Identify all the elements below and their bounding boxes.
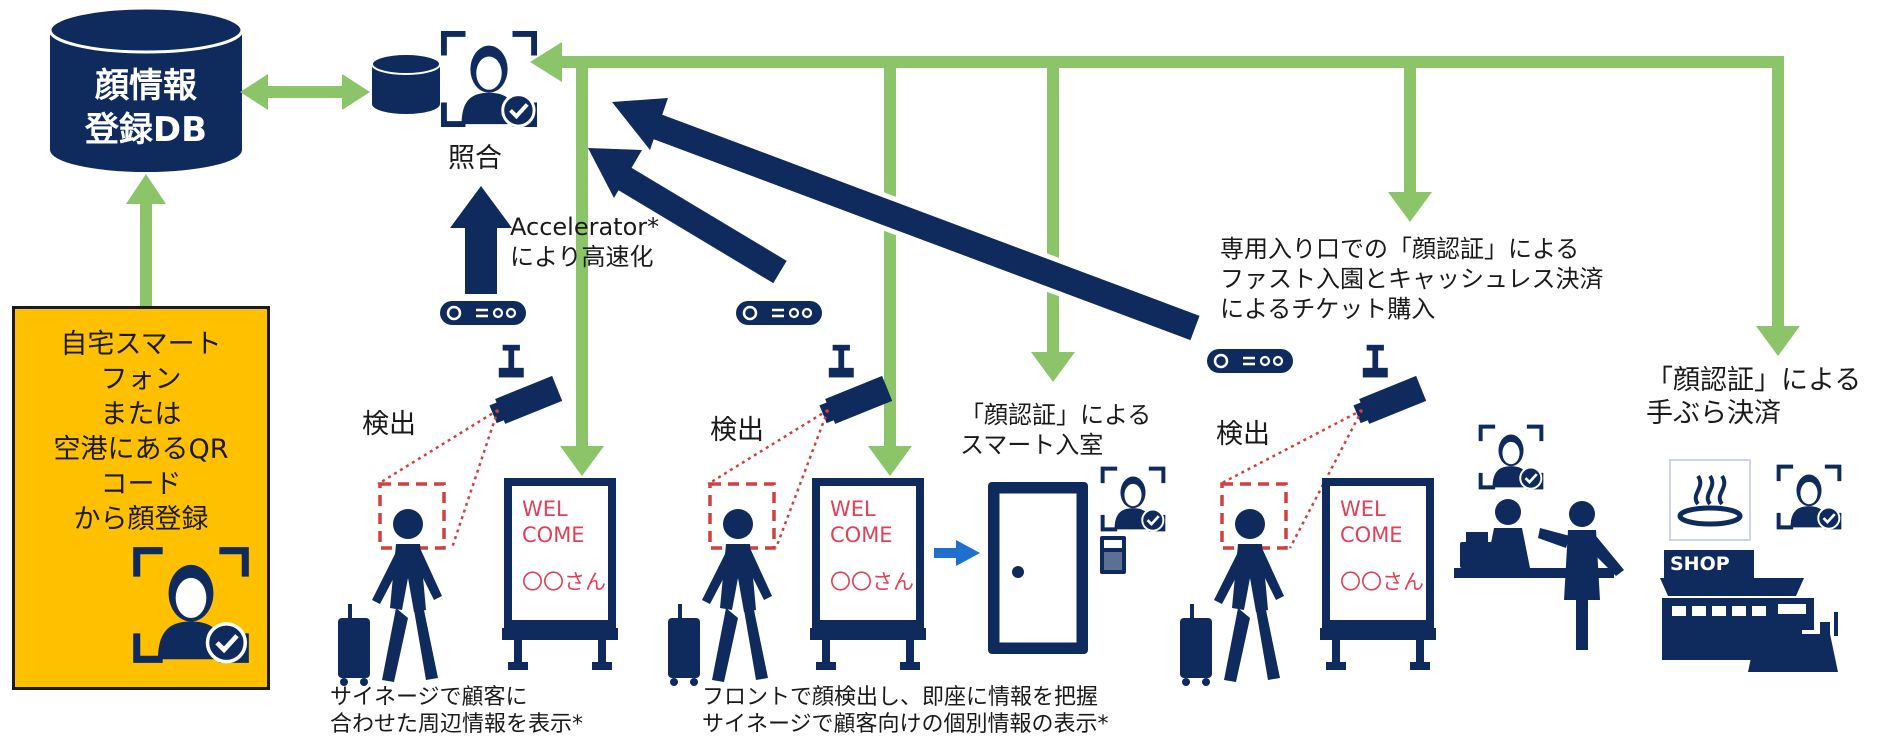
caption-left: サイネージで顧客に 合わせた周辺情報を表示* [330, 685, 584, 737]
navy-arrow-middle [588, 148, 790, 288]
camera-icon-2 [818, 344, 893, 427]
face-auth-icon [444, 34, 534, 126]
green-arrow-heads [530, 42, 1800, 476]
door-icon [988, 482, 1088, 654]
face-db-cylinder [48, 6, 244, 172]
router-icon-2 [734, 299, 824, 327]
signage-welcome-2: WEL COME [830, 497, 893, 547]
entrance-label: 専用入り口での「顔認証」による ファスト入園とキャッシュレス決済 によるチケット… [1220, 235, 1604, 323]
signage-guest-3: 〇〇さん [1340, 570, 1424, 594]
router-icon-3 [1205, 347, 1295, 375]
registration-face-icon [12, 306, 270, 690]
detection-label-2: 検出 [710, 415, 764, 446]
camera-icon-1 [488, 344, 563, 427]
db-title: 顔情報 登録DB [84, 66, 208, 150]
shop-sign: SHOP [1670, 553, 1730, 575]
signage-welcome-3: WEL COME [1340, 497, 1403, 547]
signage-welcome-1: WEL COME [522, 497, 585, 547]
traveler-icon-2 [668, 509, 772, 686]
caption-middle: フロントで顔検出し、即座に情報を把握 サイネージで顧客向けの個別情報の表示* [702, 685, 1109, 737]
signage-guest-1: 〇〇さん [522, 570, 606, 594]
registration-arrow [126, 174, 166, 306]
door-arrow [934, 540, 980, 566]
face-auth-icon-entrance [1478, 424, 1544, 490]
detection-label-1: 検出 [362, 409, 416, 440]
traveler-icon-3 [1180, 509, 1284, 686]
router-icon-1 [438, 299, 528, 327]
payment-label: 「顔認証」による 手ぶら決済 [1646, 365, 1862, 429]
matching-label: 照合 [448, 143, 502, 174]
face-auth-icon-door [1100, 466, 1166, 532]
hot-spring-icon [1669, 459, 1751, 541]
detection-label-3: 検出 [1216, 419, 1270, 450]
accelerator-label: Accelerator* により高速化 [510, 213, 660, 271]
door-reader-icon [1100, 536, 1126, 574]
face-auth-icon-payment [1776, 464, 1842, 530]
registration-box: 自宅スマート フォン または 空港にあるQR コード から顔登録 [12, 306, 270, 690]
cashier-counter-icon [1454, 499, 1624, 650]
signage-guest-2: 〇〇さん [830, 570, 914, 594]
detection-boxes [378, 482, 1288, 550]
registration-label: 自宅スマート フォン または 空港にあるQR コード から顔登録 [53, 329, 229, 535]
navy-arrow-right [612, 98, 1202, 345]
green-distribution-lines [555, 56, 1784, 448]
cash-register-icon [1748, 598, 1838, 672]
traveler-icon-1 [338, 509, 442, 686]
camera-icon-3 [1352, 344, 1427, 427]
accelerator-arrow [450, 186, 512, 294]
db-sync-arrow [240, 74, 370, 110]
matching-db-icon [371, 53, 441, 114]
smart-room-label: 「顔認証」による スマート入室 [960, 401, 1152, 459]
